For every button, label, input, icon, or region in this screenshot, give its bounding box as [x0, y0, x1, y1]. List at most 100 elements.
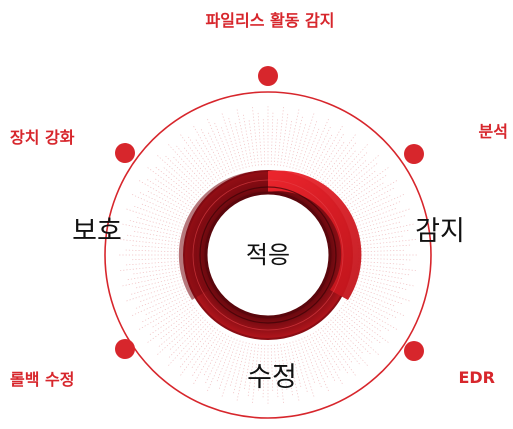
tick-mark [307, 335, 329, 380]
node-label-edr: EDR [458, 368, 495, 387]
tick-mark [323, 141, 357, 185]
tick-mark [251, 105, 259, 166]
tick-mark [207, 130, 229, 175]
tick-mark [357, 267, 411, 276]
tick-mark [218, 339, 238, 391]
tick-mark [353, 282, 411, 302]
active-arc-segment [268, 170, 362, 300]
tick-mark [354, 214, 407, 231]
tick-mark [190, 329, 218, 370]
tick-mark [138, 191, 188, 216]
quadrant-label-remediate: 수정 [247, 362, 297, 393]
tick-mark [162, 166, 200, 198]
tick-mark [179, 327, 216, 377]
node-dot-rollback [115, 339, 135, 359]
tick-mark [153, 177, 194, 205]
tick-mark [356, 270, 404, 280]
ring-guide-1 [192, 179, 344, 331]
tick-mark [191, 331, 221, 378]
tick-mark [118, 264, 179, 272]
tick-mark [215, 338, 235, 384]
tick-mark [156, 154, 202, 196]
tick-mark [145, 189, 189, 214]
tick-mark [204, 335, 229, 385]
outer-ring [104, 91, 432, 419]
tick-mark [146, 307, 196, 344]
tick-mark [277, 344, 285, 405]
tick-mark [236, 342, 250, 402]
tick-mark [125, 208, 183, 228]
tick-mark [262, 344, 266, 399]
tick-mark [357, 249, 406, 253]
tick-mark [167, 143, 209, 189]
tick-mark [206, 337, 232, 393]
tick-mark [148, 305, 194, 336]
tick-mark [164, 154, 204, 193]
tick-mark [248, 118, 256, 166]
tick-mark [318, 329, 349, 375]
tick-mark [179, 325, 213, 369]
tick-mark [320, 133, 357, 183]
tick-mark [307, 125, 332, 175]
tick-mark [353, 208, 411, 228]
quadrant-label-protect: 보호 [72, 216, 122, 247]
tick-mark [220, 125, 238, 171]
tick-mark [347, 296, 391, 321]
node-dot-edr [404, 341, 424, 361]
tick-mark [334, 154, 380, 196]
tick-mark [221, 112, 241, 170]
tick-mark [286, 108, 300, 168]
center-disc [204, 191, 332, 319]
tick-mark [129, 279, 182, 296]
left-arc-segment [178, 170, 268, 300]
tick-mark [286, 342, 300, 402]
tick-mark [175, 144, 211, 187]
tick-mark [325, 149, 357, 187]
quadrant-label-detect: 감지 [415, 216, 465, 247]
tick-mark [140, 296, 189, 323]
tick-mark [257, 111, 263, 166]
tick-mark [356, 229, 410, 240]
tick-mark [270, 111, 274, 166]
tick-mark [125, 234, 179, 243]
tick-mark [200, 127, 227, 176]
tick-mark [334, 314, 380, 356]
tick-mark [121, 273, 181, 287]
tick-mark [167, 319, 206, 359]
tick-mark [283, 119, 293, 167]
tick-mark [118, 238, 179, 246]
tick-mark [134, 288, 185, 310]
tick-mark [192, 124, 224, 178]
tick-mark [357, 260, 406, 265]
tick-mark [232, 342, 247, 395]
tick-mark [315, 132, 345, 179]
tick-mark [132, 205, 184, 225]
tick-mark [145, 178, 192, 208]
tick-mark [126, 270, 180, 281]
tick-mark [227, 116, 244, 169]
tick-mark [357, 238, 418, 246]
tick-mark [351, 200, 402, 222]
tick-mark [309, 132, 334, 176]
tick-mark [312, 124, 344, 178]
tick-mark [312, 332, 344, 386]
tick-mark [357, 235, 405, 243]
tick-mark [342, 305, 383, 333]
tick-mark [298, 119, 318, 171]
tick-mark [357, 257, 412, 261]
tick-mark [332, 317, 372, 356]
node-label-analysis: 분석 [479, 122, 508, 141]
tick-mark [301, 126, 321, 172]
tick-mark [124, 249, 179, 253]
tick-mark [295, 112, 315, 170]
tick-mark [352, 207, 398, 225]
tick-mark [277, 105, 285, 166]
ring-guide-2 [199, 186, 337, 324]
tick-mark [348, 194, 393, 216]
tick-mark [157, 312, 200, 348]
tick-mark [350, 193, 406, 219]
tick-mark [336, 312, 374, 344]
tick-mark [309, 334, 336, 383]
center-label: 적응 [246, 241, 290, 269]
tick-mark [283, 343, 294, 397]
